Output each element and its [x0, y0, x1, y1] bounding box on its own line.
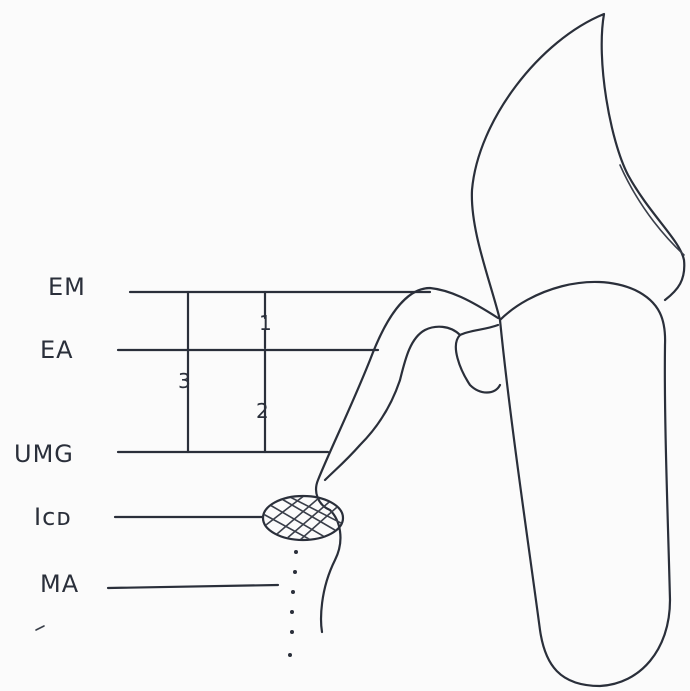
gingiva-sulcus [456, 325, 500, 393]
measurement-3: 3 [178, 369, 191, 393]
label-ea: EA [40, 336, 74, 364]
stray-mark [36, 626, 44, 630]
tooth-root-outline [500, 282, 670, 686]
label-em: EM [48, 273, 86, 301]
label-umg: UMG [14, 440, 74, 468]
ma-line [108, 585, 278, 588]
gingiva-outer [316, 288, 498, 632]
measurement-2: 2 [256, 399, 269, 423]
tooth-crown-outline [472, 14, 684, 320]
label-ma: MA [40, 570, 79, 598]
bone-dotted-line [288, 550, 298, 657]
label-ios: Iᴄᴅ [34, 503, 72, 531]
measurement-1: 1 [259, 311, 272, 335]
